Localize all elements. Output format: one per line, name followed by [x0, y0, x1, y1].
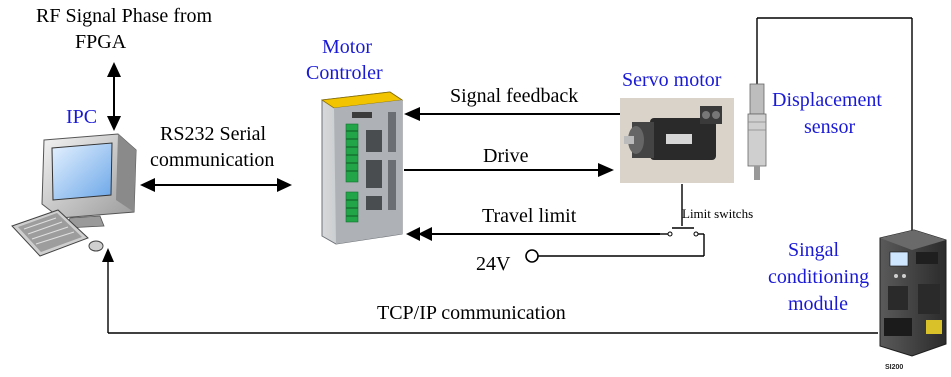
signal-feedback-label: Signal feedback [450, 85, 578, 107]
servo-motor-icon [620, 98, 734, 183]
signal-module-label-line3: module [788, 293, 848, 315]
computer-icon [11, 133, 137, 257]
rs232-label-line2: communication [150, 149, 274, 171]
travel-limit-label: Travel limit [482, 205, 577, 227]
rs232-arrow [140, 178, 292, 192]
displacement-sensor-label-line1: Displacement [772, 89, 882, 111]
motor-controller-label-line1: Motor [322, 36, 372, 58]
signal-module-label-line2: conditioning [768, 266, 869, 288]
signal-feedback-arrow [404, 107, 620, 121]
signal-module-device-text: SI200 [885, 364, 903, 371]
rs232-label-line1: RS232 Serial [160, 123, 267, 145]
ipc-label: IPC [66, 106, 97, 128]
signal-module-icon [879, 229, 947, 357]
tcp-ip-label: TCP/IP communication [377, 302, 566, 324]
rf-signal-arrow [107, 62, 121, 131]
limit-switch-icon [525, 184, 705, 263]
rf-signal-label-line2: FPGA [75, 31, 127, 53]
travel-limit-arrow [406, 227, 660, 241]
drive-arrow [404, 163, 614, 177]
servo-motor-label: Servo motor [622, 69, 722, 91]
displacement-sensor-label-line2: sensor [804, 116, 855, 138]
voltage-label: 24V [476, 253, 511, 275]
limit-switch-label: Limit switchs [682, 206, 753, 221]
displacement-sensor-icon [747, 17, 913, 232]
motor-controller-label-line2: Controler [306, 62, 383, 84]
drive-label: Drive [483, 145, 529, 167]
rf-signal-label-line1: RF Signal Phase from [36, 5, 213, 27]
motor-controller-icon [320, 91, 404, 245]
signal-module-label-line1: Singal [788, 239, 840, 261]
tcp-ip-arrow [102, 248, 878, 334]
